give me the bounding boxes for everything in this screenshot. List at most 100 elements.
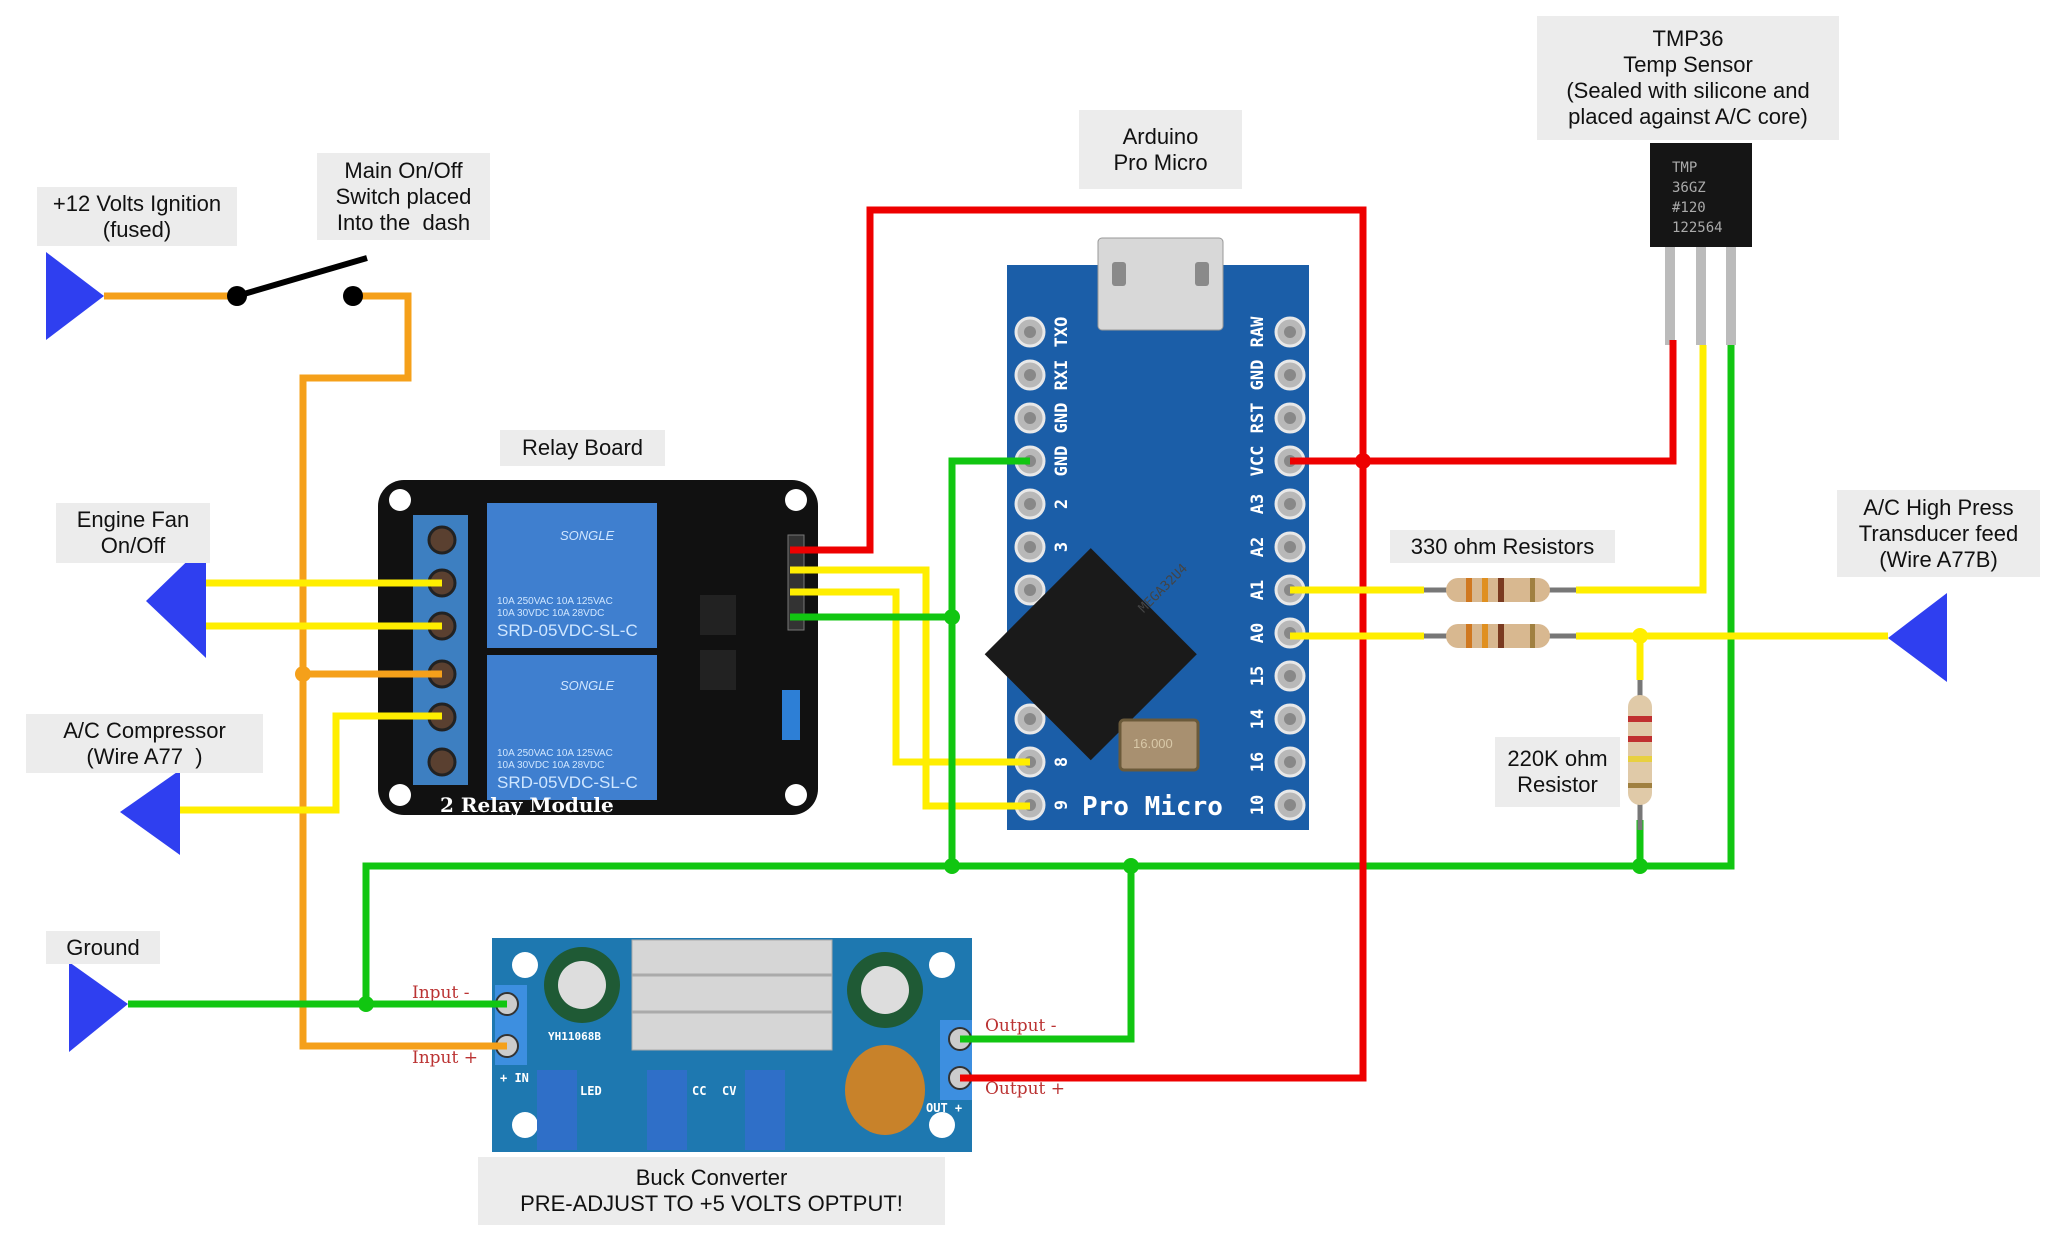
wire-relay-in1: [790, 588, 1030, 766]
label-220k-ohm: 220K ohm Resistor: [1495, 737, 1620, 807]
relay-brand: SONGLE: [560, 678, 615, 693]
label-arduino: Arduino Pro Micro: [1079, 110, 1242, 189]
resistor-330-a0: [1424, 624, 1576, 648]
arduino-pin-label: GND: [1248, 360, 1268, 391]
pin-hole: [1024, 412, 1036, 424]
relay-header: [787, 534, 805, 631]
potentiometer: [647, 1070, 687, 1150]
inductor: [845, 1045, 925, 1135]
label-tmp36: TMP36 Temp Sensor (Sealed with silicone …: [1537, 16, 1839, 140]
mcu-chip: [984, 548, 1197, 761]
terminals: [46, 252, 1947, 1052]
arduino-pin-label: GND: [1052, 446, 1072, 477]
potentiometer: [537, 1070, 577, 1150]
junction-dot: [944, 609, 960, 625]
arduino-pin-label: RST: [1248, 403, 1268, 434]
junction-dot: [1355, 453, 1371, 469]
input-minus-label: Input -: [412, 983, 469, 1003]
relay-model: SRD-05VDC-SL-C: [497, 621, 638, 640]
tmp36-marking: #120: [1672, 200, 1706, 216]
junction-dot: [295, 666, 311, 682]
main-switch[interactable]: [227, 255, 368, 306]
label-ac-compressor: A/C Compressor (Wire A77 ): [26, 714, 263, 773]
tmp36-marking: 36GZ: [1672, 180, 1706, 196]
relay-rating: 10A 250VAC 10A 125VAC: [497, 748, 613, 759]
label-ground: Ground: [46, 931, 160, 964]
relay-board: SONGLE SONGLE 10A 250VAC 10A 125VAC 10A …: [378, 480, 818, 817]
relay-terminal-block: [413, 515, 468, 785]
junction-dot: [358, 996, 374, 1012]
wire-compressor: [180, 712, 442, 814]
optocoupler: [700, 595, 736, 635]
resistor-220k: [1628, 680, 1652, 830]
pin-hole: [1284, 369, 1296, 381]
pin-hole: [1024, 369, 1036, 381]
pin-hole: [1284, 498, 1296, 510]
wire-buck-out-minus: [960, 866, 1135, 1043]
arduino-pin-label: 14: [1248, 709, 1268, 729]
usb-port: [1097, 237, 1224, 331]
arduino-pin-label: TXO: [1052, 317, 1072, 348]
junction-dot: [1123, 858, 1139, 874]
junction-dot: [1632, 628, 1648, 644]
wire-relay-in2: [790, 566, 1030, 810]
arduino-pin-label: 8: [1052, 757, 1072, 767]
arduino-pin-label: 3: [1052, 542, 1072, 552]
relay-module-silk: 2 Relay Module: [440, 793, 614, 817]
pin-hole: [1284, 541, 1296, 553]
wire-tmp36-out: [1576, 345, 1707, 594]
tmp36-sensor: TMP 36GZ #120 122564: [1650, 143, 1752, 345]
relay-brand: SONGLE: [560, 528, 615, 543]
arduino-pin-label: 10: [1248, 795, 1268, 815]
label-main-switch: Main On/Off Switch placed Into the dash: [317, 153, 490, 240]
buck-out-mark: OUT +: [926, 1101, 962, 1115]
junction-dot: [1632, 858, 1648, 874]
pin-hole: [1024, 713, 1036, 725]
pin-hole: [1024, 584, 1036, 596]
switch-contact: [227, 286, 247, 306]
switch-lever: [236, 255, 368, 299]
arduino-pin-label: GND: [1052, 403, 1072, 434]
pin-hole: [1284, 713, 1296, 725]
arduino-pin-label: RAW: [1248, 316, 1268, 347]
buck-cv-label: CV: [722, 1084, 736, 1098]
buck-cap-marking: YH11068B: [548, 1030, 601, 1043]
pin-hole: [1284, 412, 1296, 424]
tmp36-marking: 122564: [1672, 220, 1723, 236]
tmp36-marking: TMP: [1672, 160, 1697, 176]
arduino-pin-label: A2: [1248, 537, 1268, 557]
terminal-transducer-icon: [1888, 593, 1947, 682]
optocoupler: [700, 650, 736, 690]
relay-model: SRD-05VDC-SL-C: [497, 773, 638, 792]
label-ac-high-press: A/C High Press Transducer feed (Wire A77…: [1837, 490, 2040, 577]
relay-rating: 10A 30VDC 10A 28VDC: [497, 760, 604, 771]
wire-12v-switched: [299, 292, 507, 1050]
label-engine-fan: Engine Fan On/Off: [56, 503, 210, 563]
relay-rating: 10A 250VAC 10A 125VAC: [497, 596, 613, 607]
terminal-ground-icon: [69, 962, 128, 1052]
arduino-pro-micro: TXORXIGNDGND23456789 RAWGNDRSTVCCA3A2A1A…: [984, 237, 1309, 830]
junctions: [295, 453, 1648, 1012]
terminal-ignition-icon: [46, 252, 104, 340]
label-330-ohm: 330 ohm Resistors: [1390, 530, 1615, 563]
terminal-engine-fan-icon: [146, 543, 206, 658]
potentiometer: [745, 1070, 785, 1150]
label-ignition: +12 Volts Ignition (fused): [37, 187, 237, 246]
arduino-pin-label: A0: [1248, 623, 1268, 643]
buck-converter: YH11068B LED CC CV OUT + + IN Input - In…: [412, 938, 1065, 1152]
arduino-pin-label: A3: [1248, 494, 1268, 514]
crystal-label: 16.000: [1133, 736, 1173, 751]
arduino-pin-label: 15: [1248, 666, 1268, 686]
wire-arduino-gnd: [948, 457, 1030, 866]
arduino-pin-label: RXI: [1052, 360, 1072, 391]
arduino-pin-label: 9: [1052, 800, 1072, 810]
junction-dot: [944, 858, 960, 874]
pin-hole: [1024, 541, 1036, 553]
resistor-330-a1: [1424, 578, 1576, 602]
wire-5v-vcc: [1290, 340, 1677, 465]
arduino-pin-label: VCC: [1248, 446, 1268, 477]
pin-hole: [1284, 799, 1296, 811]
wire-ground-bus: [362, 345, 1735, 1004]
buck-led-label: LED: [580, 1084, 602, 1098]
